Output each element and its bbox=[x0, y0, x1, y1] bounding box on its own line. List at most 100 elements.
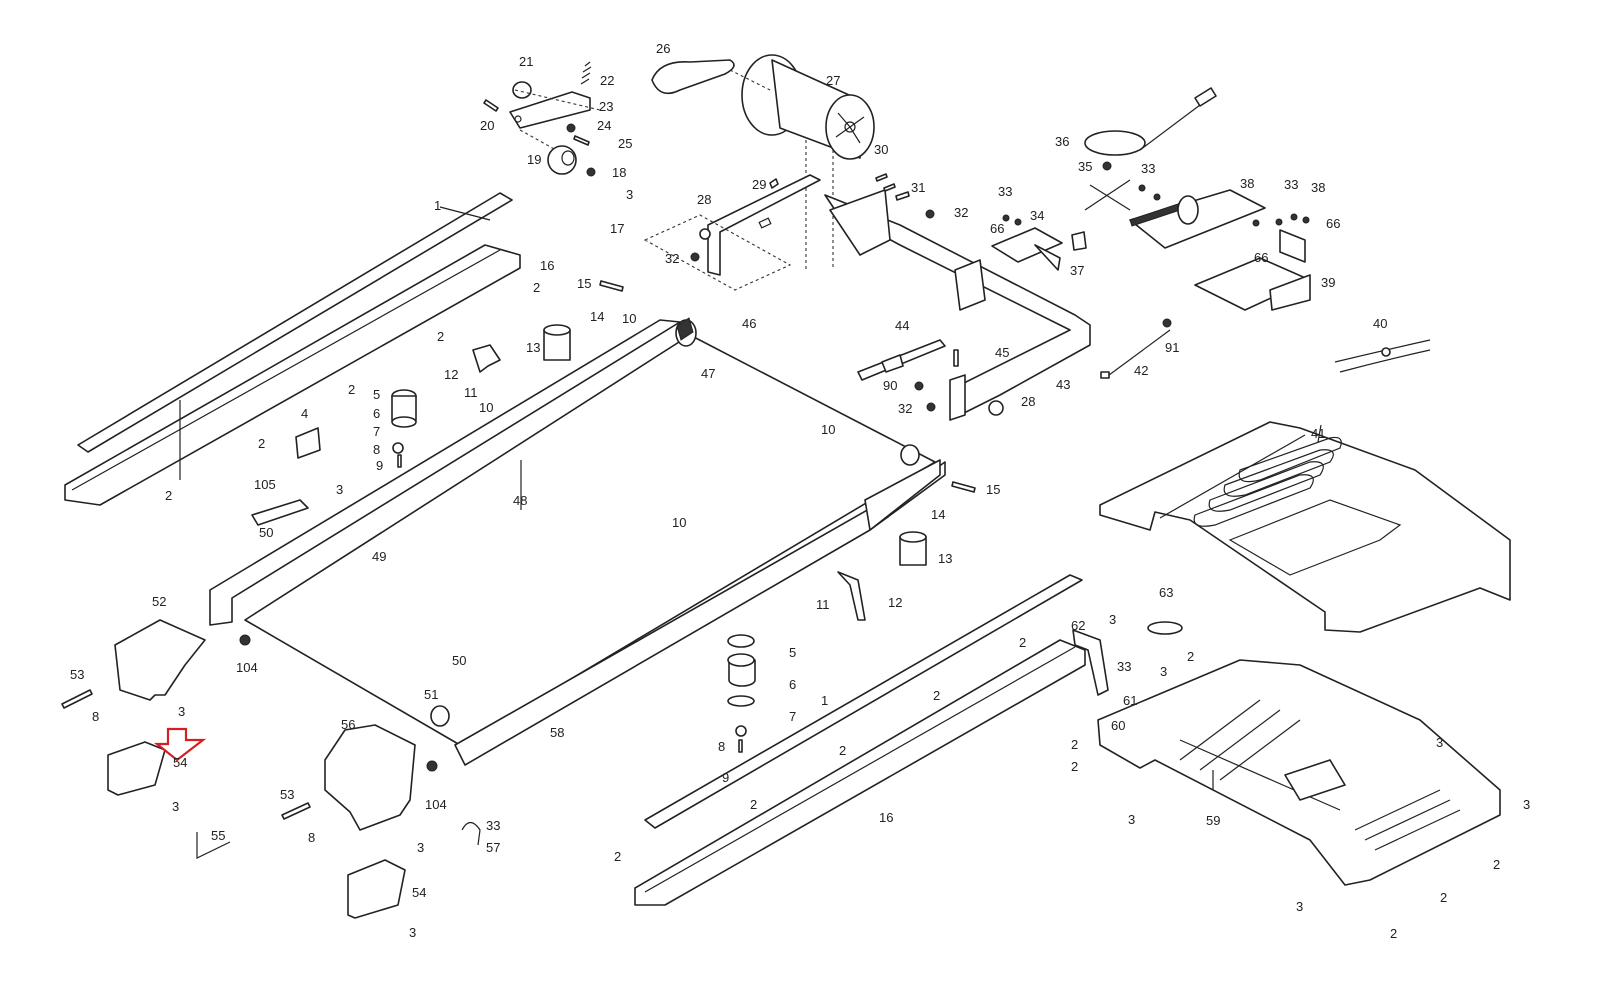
callout: 49 bbox=[372, 549, 386, 564]
callout: 4 bbox=[301, 406, 308, 421]
part-bracket-4 bbox=[295, 427, 321, 459]
callout: 28 bbox=[697, 192, 711, 207]
callout: 2 bbox=[1019, 635, 1026, 650]
part-bolt-20 bbox=[483, 99, 499, 112]
callout: 38 bbox=[1240, 176, 1254, 191]
callout: 32 bbox=[665, 251, 679, 266]
part-nut-24 bbox=[566, 123, 576, 133]
part-nut-91 bbox=[1162, 318, 1172, 328]
callout: 15 bbox=[577, 276, 591, 291]
part-bolt-25 bbox=[573, 135, 590, 146]
callout: 3 bbox=[1523, 797, 1530, 812]
callout: 66 bbox=[1254, 250, 1268, 265]
callout: 91 bbox=[1165, 340, 1179, 355]
callout: 31 bbox=[911, 180, 925, 195]
callout: 3 bbox=[336, 482, 343, 497]
part-spring-22 bbox=[580, 61, 592, 85]
part-upright-frame-43 bbox=[824, 189, 1091, 421]
callout: 54 bbox=[412, 885, 426, 900]
callout: 24 bbox=[597, 118, 611, 133]
callout: 20 bbox=[480, 118, 494, 133]
part-nut-32-top bbox=[925, 209, 935, 219]
part-nut-32-bottom bbox=[926, 402, 936, 412]
part-motor-27 bbox=[741, 54, 875, 160]
part-sensor-cable-42 bbox=[1100, 329, 1171, 379]
part-washer-8-left bbox=[392, 442, 404, 454]
callout: 3 bbox=[626, 187, 633, 202]
callout: 51 bbox=[424, 687, 438, 702]
part-mount-bracket-39 bbox=[1194, 229, 1311, 311]
callout: 16 bbox=[879, 810, 893, 825]
callout: 16 bbox=[540, 258, 554, 273]
callout: 10 bbox=[622, 311, 636, 326]
callout: 58 bbox=[550, 725, 564, 740]
callout: 19 bbox=[527, 152, 541, 167]
part-bolt-53-right bbox=[281, 802, 311, 820]
part-isolator-5-6-7-right bbox=[727, 634, 756, 707]
part-belt-26 bbox=[651, 59, 735, 95]
callout: 15 bbox=[986, 482, 1000, 497]
callout: 62 bbox=[1071, 618, 1085, 633]
callout: 8 bbox=[718, 739, 725, 754]
leader-lines bbox=[179, 206, 1322, 790]
callout: 2 bbox=[1187, 649, 1194, 664]
part-frame-rail-49 bbox=[209, 319, 681, 626]
callout: 53 bbox=[70, 667, 84, 682]
callout: 29 bbox=[752, 177, 766, 192]
callout: 10 bbox=[821, 422, 835, 437]
part-nut-104-left bbox=[239, 634, 251, 646]
callout: 50 bbox=[259, 525, 273, 540]
callout: 56 bbox=[341, 717, 355, 732]
part-idler-pulley-19 bbox=[547, 145, 577, 175]
callout: 45 bbox=[995, 345, 1009, 360]
callout: 3 bbox=[1160, 664, 1167, 679]
part-nut-32-left bbox=[690, 252, 700, 262]
callout: 11 bbox=[816, 597, 830, 612]
part-wire-harness-35 bbox=[1084, 161, 1131, 211]
callout: 5 bbox=[789, 645, 796, 660]
callout-labels: 21 22 23 20 24 25 19 18 3 17 1 16 2 15 1… bbox=[70, 41, 1530, 941]
callout: 59 bbox=[1206, 813, 1220, 828]
part-siderail-16-right bbox=[634, 639, 1086, 906]
callout: 12 bbox=[888, 595, 902, 610]
callout: 105 bbox=[254, 477, 276, 492]
part-footrail-1-right bbox=[644, 574, 1083, 829]
part-mount-plate-34 bbox=[991, 227, 1063, 271]
callout: 2 bbox=[1071, 759, 1078, 774]
callout: 40 bbox=[1373, 316, 1387, 331]
callout: 3 bbox=[1128, 812, 1135, 827]
callout: 39 bbox=[1321, 275, 1335, 290]
part-front-roller bbox=[900, 444, 920, 466]
part-washer-28-top bbox=[699, 228, 711, 240]
callout: 8 bbox=[92, 709, 99, 724]
callout: 60 bbox=[1111, 718, 1125, 733]
callout: 36 bbox=[1055, 134, 1069, 149]
callout: 12 bbox=[444, 367, 458, 382]
callout: 46 bbox=[742, 316, 756, 331]
callout: 66 bbox=[990, 221, 1004, 236]
part-bolt-9-right bbox=[738, 739, 743, 753]
callout: 7 bbox=[373, 424, 380, 439]
callout: 18 bbox=[612, 165, 626, 180]
callout: 17 bbox=[610, 221, 624, 236]
callout: 30 bbox=[874, 142, 888, 157]
callout: 6 bbox=[373, 406, 380, 421]
callout: 54 bbox=[173, 755, 187, 770]
highlight-arrow-icon bbox=[153, 727, 207, 762]
callout: 3 bbox=[1436, 735, 1443, 750]
callout: 3 bbox=[178, 704, 185, 719]
callout: 21 bbox=[519, 54, 533, 69]
part-motor-tray-59 bbox=[1097, 659, 1501, 886]
callout: 3 bbox=[417, 840, 424, 855]
callout: 53 bbox=[280, 787, 294, 802]
callout: 35 bbox=[1078, 159, 1092, 174]
part-bracket-62 bbox=[1072, 629, 1109, 696]
callout: 2 bbox=[348, 382, 355, 397]
callout: 11 bbox=[464, 385, 478, 400]
part-endcap-insert-54-right bbox=[347, 859, 406, 919]
part-switch-37 bbox=[1071, 231, 1087, 251]
callout: 48 bbox=[513, 493, 527, 508]
part-isolator-13-left bbox=[543, 324, 571, 361]
callout: 52 bbox=[152, 594, 166, 609]
